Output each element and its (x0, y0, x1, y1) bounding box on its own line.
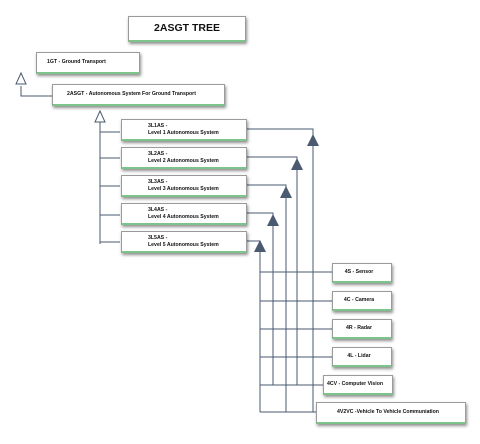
level3-arrow-icon (280, 186, 292, 198)
node-computer-vision[interactable]: 4CV - Computer Vision (323, 375, 393, 395)
node-level-3[interactable]: 3L3AS - Level 3 Autonomous System (121, 175, 247, 197)
node-level-4[interactable]: 3L4AS - Level 4 Autonomous System (121, 203, 247, 225)
node-root[interactable]: 1GT - Ground Transport (36, 52, 140, 74)
level-1-label: Level 1 Autonomous System (148, 129, 219, 136)
root-link (20, 86, 52, 97)
parent-arrow-icon (94, 109, 106, 123)
node-v2v-communication[interactable]: 4V2VC -Vehicle To Vehicle Communiation (316, 402, 466, 424)
level-4-code: 3L4AS - (148, 207, 168, 214)
node-level-2[interactable]: 3L2AS - Level 2 Autonomous System (121, 147, 247, 169)
level-4-label: Level 4 Autonomous System (148, 213, 219, 220)
level4-arrow-icon (267, 214, 279, 226)
level-3-code: 3L3AS - (148, 179, 168, 186)
node-level-5[interactable]: 3L5AS - Level 5 Autonomous System (121, 231, 247, 253)
root-arrow-icon (15, 71, 27, 85)
level1-arrow-icon (307, 134, 319, 146)
level-1-code: 3L1AS - (148, 123, 168, 130)
level-2-code: 3L2AS - (148, 151, 168, 158)
level5-arrow-icon (254, 240, 266, 252)
level2-arrow-icon (291, 158, 303, 170)
node-sensor[interactable]: 4S - Sensor (332, 263, 392, 283)
level-3-label: Level 3 Autonomous System (148, 185, 219, 192)
level-2-label: Level 2 Autonomous System (148, 157, 219, 164)
level-5-label: Level 5 Autonomous System (148, 241, 219, 248)
node-parent[interactable]: 2ASGT - Autonomous System For Ground Tra… (52, 84, 225, 106)
node-camera[interactable]: 4C - Camera (332, 291, 392, 311)
node-radar[interactable]: 4R - Radar (332, 319, 392, 339)
node-level-1[interactable]: 3L1AS - Level 1 Autonomous System (121, 119, 247, 141)
diagram-title: 2ASGT TREE (128, 16, 246, 42)
level-5-code: 3L5AS - (148, 235, 168, 242)
node-lidar[interactable]: 4L - Lidar (332, 347, 392, 367)
